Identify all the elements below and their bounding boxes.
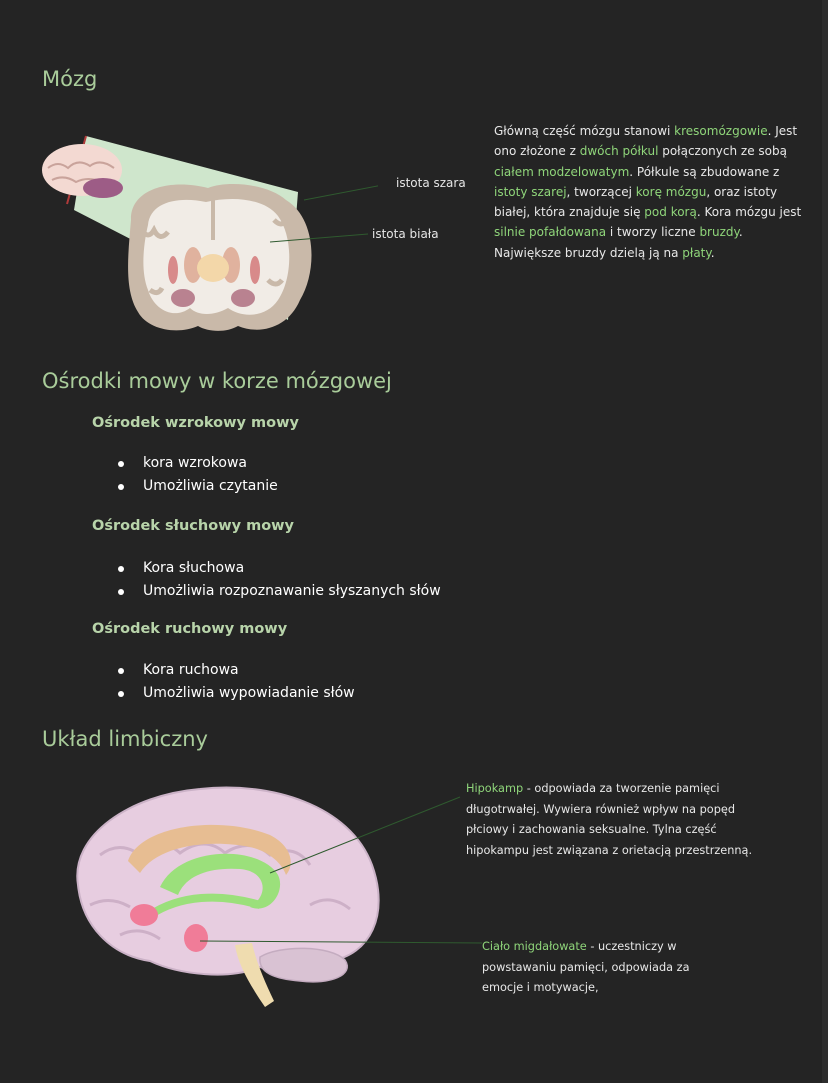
text-span: - uczestniczy w powstawaniu pamięci, odp… [482, 940, 690, 994]
list-item: Kora słuchowa [118, 557, 441, 580]
highlighted-term: korę mózgu [635, 184, 707, 199]
highlighted-term: kresomózgowie [674, 124, 768, 138]
list-item: Umożliwia czytanie [118, 475, 278, 498]
subheading-sluchowy: Ośrodek słuchowy mowy [92, 518, 295, 534]
section-title-uklad-limbiczny: Układ limbiczny [42, 727, 208, 751]
amygdala-description: Ciało migdałowate - uczestniczy w powsta… [482, 937, 732, 999]
list-item: kora wzrokowa [118, 452, 278, 475]
label-istota-biala: istota biała [372, 227, 439, 241]
subheading-wzrokowy: Ośrodek wzrokowy mowy [92, 415, 299, 431]
highlighted-term: silnie pofałdowana [494, 225, 607, 240]
text-span: - odpowiada za tworzenie pamięci długotr… [466, 782, 753, 857]
text-span: , oraz istoty białej, która znajduje się [494, 184, 778, 220]
text-span: i tworzy liczne [606, 225, 700, 240]
highlighted-term: Hipokamp [466, 782, 524, 795]
page-edge [822, 0, 828, 1083]
text-span: , tworzącej [566, 184, 636, 199]
list-item: Umożliwia rozpoznawanie słyszanych słów [118, 580, 441, 603]
section-title-osrodki-mowy: Ośrodki mowy w korze mózgowej [42, 369, 392, 393]
highlighted-term: istoty szarej [494, 184, 567, 199]
highlighted-term: bruzdy [699, 225, 739, 240]
list-item: Umożliwia wypowiadanie słów [118, 682, 355, 705]
subheading-ruchowy: Ośrodek ruchowy mowy [92, 621, 288, 637]
list-wzrokowy: kora wzrokowa Umożliwia czytanie [118, 452, 278, 498]
text-span: . [710, 245, 715, 260]
text-span: . Kora mózgu jest [696, 205, 802, 220]
list-sluchowy: Kora słuchowa Umożliwia rozpoznawanie sł… [118, 557, 441, 603]
text-span: . Największe bruzdy dzielą ją na [494, 225, 743, 260]
section-title-mozg: Mózg [42, 67, 98, 91]
text-span: połączonych ze sobą [658, 144, 787, 159]
label-istota-szara: istota szara [396, 176, 466, 190]
brain-description-paragraph: Główną część mózgu stanowi kresomózgowie… [494, 121, 810, 263]
highlighted-term: Ciało migdałowate [482, 940, 587, 953]
text-span: . Jest ono złożone z [494, 124, 798, 159]
highlighted-term: płaty [682, 245, 711, 260]
highlighted-term: dwóch półkul [579, 144, 659, 159]
brain-coronal-section-illustration [42, 135, 378, 331]
limbic-system-illustration [76, 786, 483, 1007]
list-item: Kora ruchowa [118, 659, 355, 682]
highlighted-term: pod korą [644, 205, 697, 220]
highlighted-term: ciałem modzelowatym [494, 164, 630, 179]
hippocampus-description: Hipokamp - odpowiada za tworzenie pamięc… [466, 779, 756, 861]
text-span: . Półkule są zbudowane z [629, 164, 780, 179]
text-span: Główną część mózgu stanowi [494, 124, 675, 138]
list-ruchowy: Kora ruchowa Umożliwia wypowiadanie słów [118, 659, 355, 705]
